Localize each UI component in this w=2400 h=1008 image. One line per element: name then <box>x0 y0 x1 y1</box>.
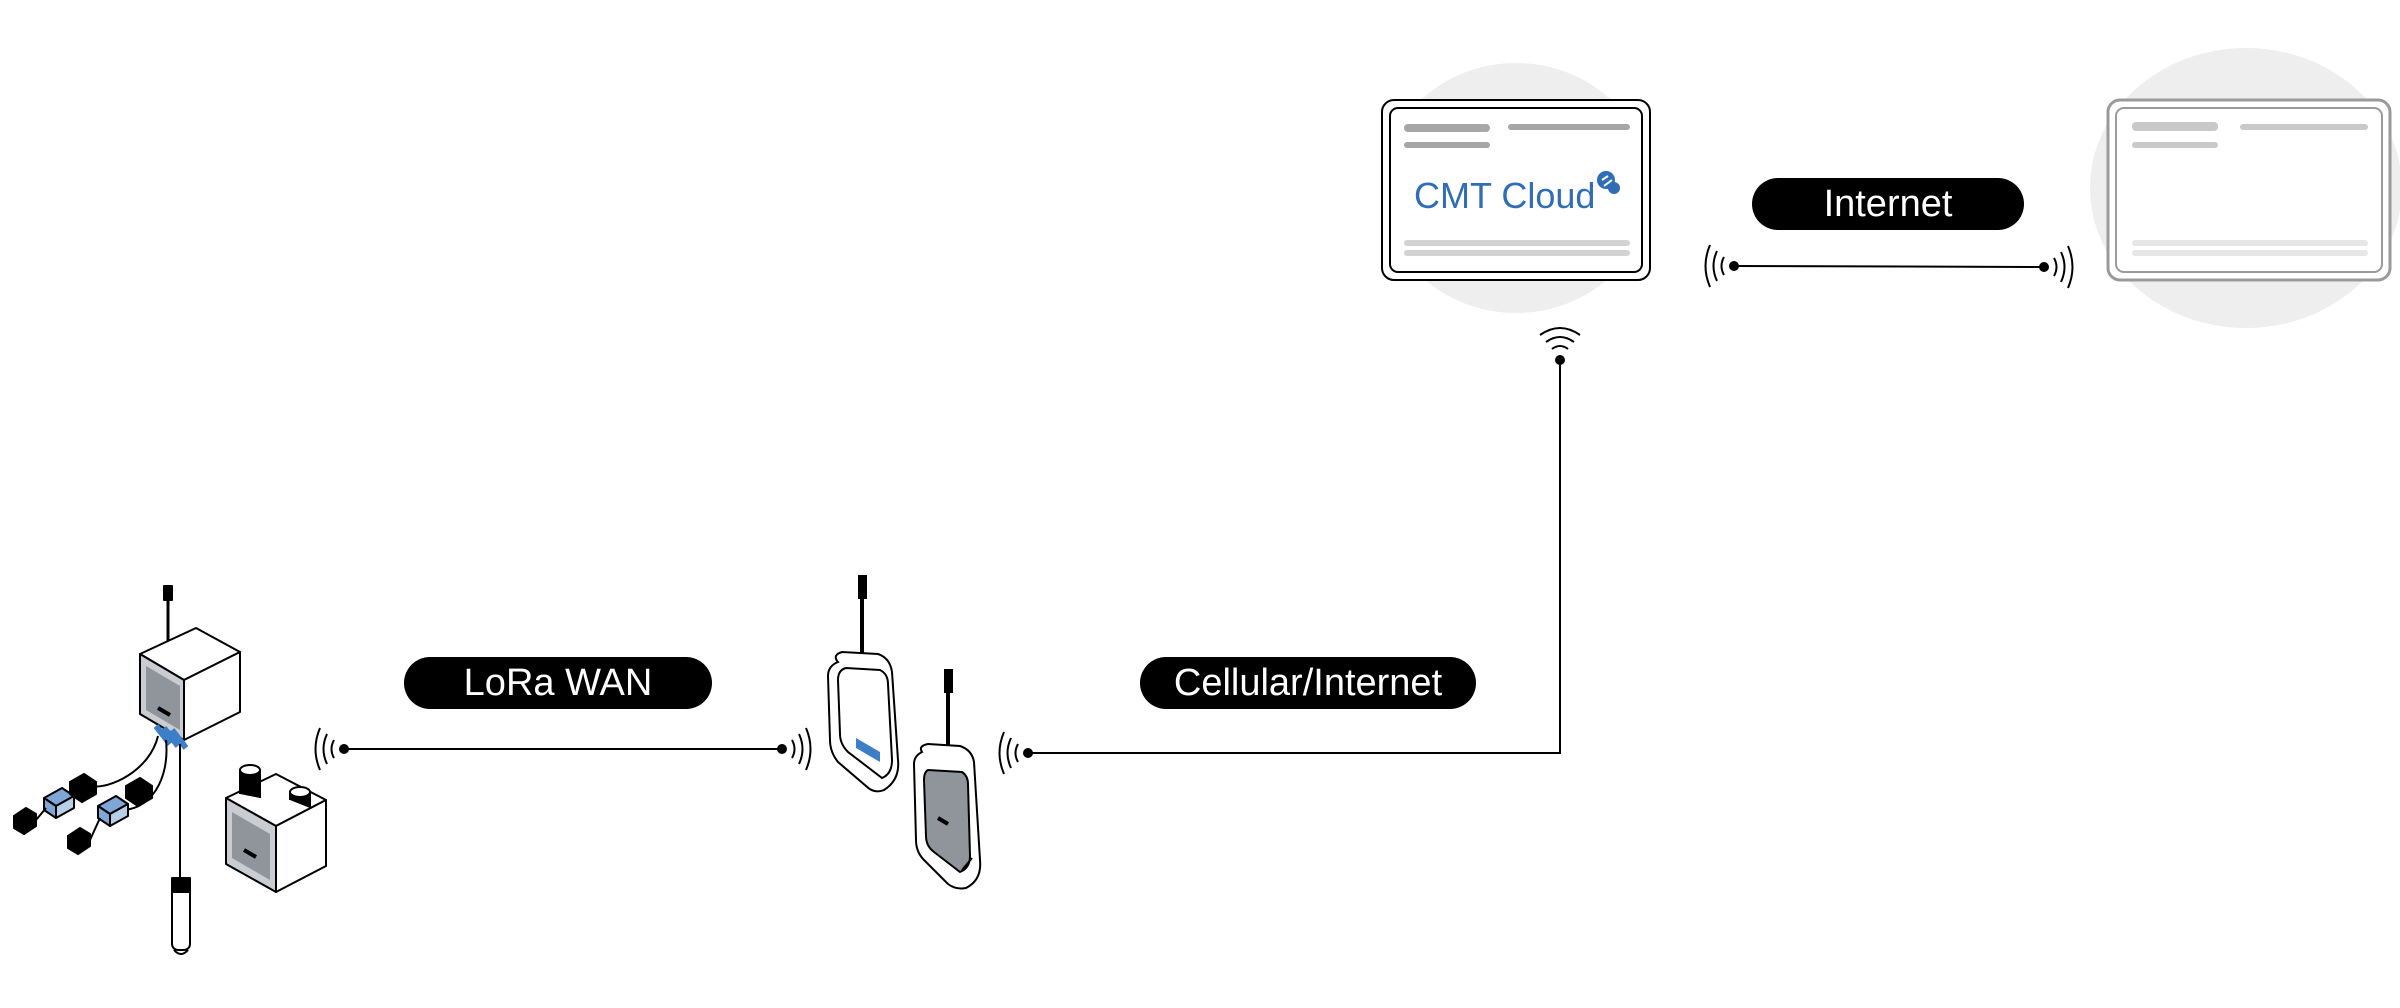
sensor-block-icon <box>67 777 153 855</box>
lora-wan-label: LoRa WAN <box>404 657 712 709</box>
logger-box-icon <box>139 585 241 750</box>
cellular-internet-label: Cellular/Internet <box>1140 657 1476 709</box>
transmitter-box-icon <box>225 764 327 893</box>
sensor-node-cluster <box>13 585 327 955</box>
sensor-block-icon <box>13 773 97 835</box>
signal-waves-icon <box>314 727 335 771</box>
cmt-cloud-screen: CMT Cloud <box>1381 63 1651 313</box>
client-screen <box>2090 48 2400 328</box>
cellular-link <box>998 327 1581 775</box>
cmt-cloud-brand: CMT Cloud <box>1414 175 1595 216</box>
gateway-cluster <box>826 575 982 890</box>
signal-waves-icon <box>998 731 1019 775</box>
gateway-icon <box>912 669 982 890</box>
signal-waves-icon <box>1704 244 1725 288</box>
signal-waves-icon <box>2053 245 2074 289</box>
wifi-icon <box>1539 327 1581 350</box>
internet-link <box>1704 244 2074 289</box>
gateway-icon <box>826 575 900 793</box>
probe-icon <box>171 877 191 955</box>
signal-waves-icon <box>791 727 812 771</box>
internet-label: Internet <box>1752 178 2024 230</box>
cmt-cloud-logo-icon <box>1597 171 1620 194</box>
lora-link <box>314 727 812 771</box>
